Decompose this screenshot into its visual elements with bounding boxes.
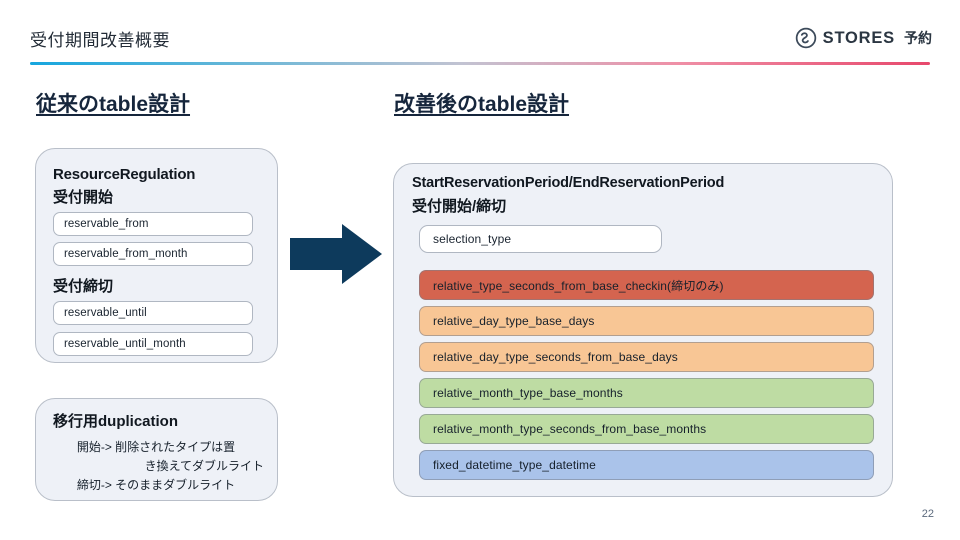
slide-header: 受付期間改善概要 STORES 予約 (0, 0, 960, 62)
type-row[interactable]: relative_day_type_base_days (419, 306, 874, 336)
type-row[interactable]: relative_month_type_base_months (419, 378, 874, 408)
improved-section-label: 受付開始/締切 (412, 198, 507, 215)
brand-sub-label: 予約 (904, 30, 932, 46)
page-title: 受付期間改善概要 (30, 31, 170, 50)
heading-improved-design: 改善後のtable設計 (394, 93, 570, 116)
migration-note-line: き換えてダブルライト (144, 459, 264, 473)
type-row[interactable]: relative_day_type_seconds_from_base_days (419, 342, 874, 372)
migration-note-line: 締切-> そのままダブルライト (76, 478, 236, 492)
field-reservable-from-month[interactable]: reservable_from_month (53, 242, 253, 266)
legacy-section-start-label: 受付開始 (53, 189, 114, 206)
migration-duplication-panel (35, 398, 278, 501)
migration-panel-notes: 開始-> 削除されたタイプは置 き換えてダブルライト 締切-> そのままダブルラ… (42, 438, 270, 495)
header-gradient-rule (30, 62, 930, 65)
field-selection-type[interactable]: selection_type (419, 225, 662, 253)
type-row[interactable]: relative_type_seconds_from_base_checkin(… (419, 270, 874, 300)
type-row[interactable]: relative_month_type_seconds_from_base_mo… (419, 414, 874, 444)
stores-swirl-icon (795, 27, 817, 49)
brand-name: STORES (822, 28, 895, 47)
field-reservable-until[interactable]: reservable_until (53, 301, 253, 325)
field-reservable-until-month[interactable]: reservable_until_month (53, 332, 253, 356)
field-reservable-from[interactable]: reservable_from (53, 212, 253, 236)
migration-panel-title: 移行用duplication (53, 413, 178, 430)
brand-logo: STORES 予約 (795, 27, 932, 49)
improved-class-name: StartReservationPeriod/EndReservationPer… (412, 175, 725, 191)
type-row[interactable]: fixed_datetime_type_datetime (419, 450, 874, 480)
migration-note-line: 開始-> 削除されたタイプは置 (76, 440, 236, 454)
right-arrow-icon (290, 222, 382, 286)
legacy-section-end-label: 受付締切 (53, 278, 114, 295)
legacy-class-name: ResourceRegulation (53, 166, 196, 183)
page-number: 22 (921, 508, 934, 520)
heading-legacy-design: 従来のtable設計 (36, 93, 191, 116)
